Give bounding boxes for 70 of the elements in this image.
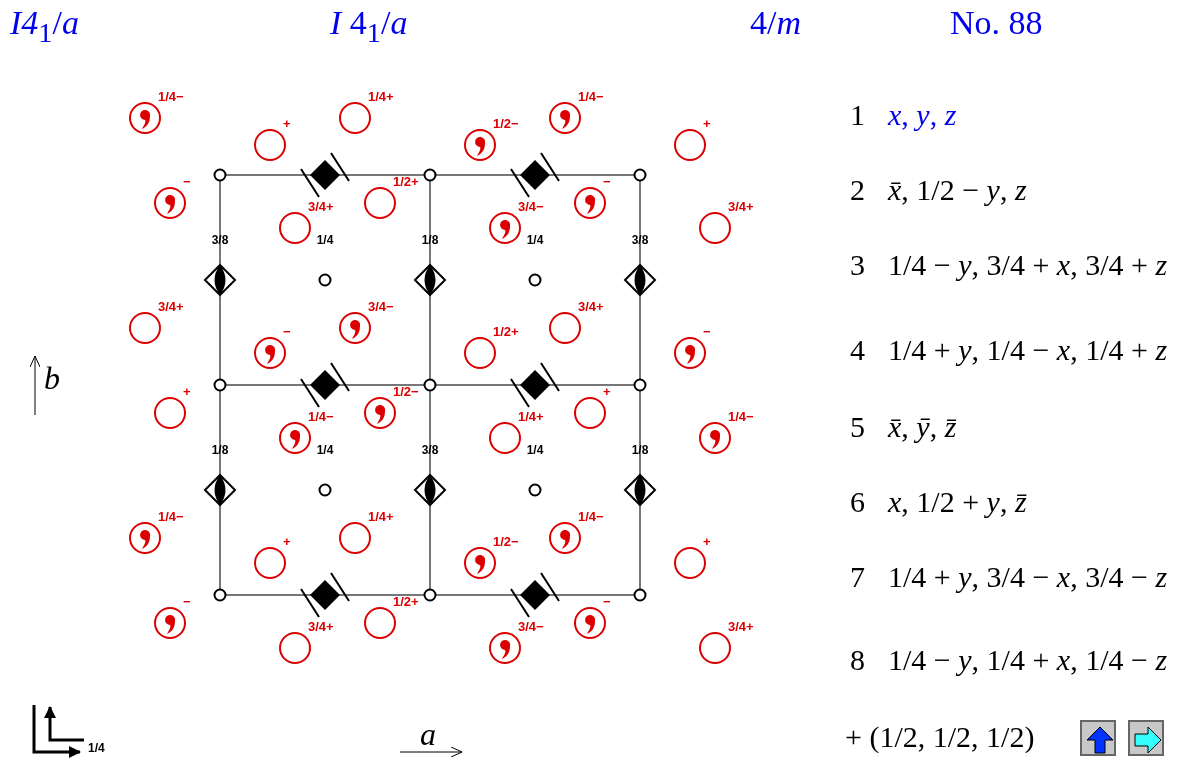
height-label: + (703, 535, 711, 548)
coordinate-text: 1/4 + y, 1/4 − x, 1/4 + z (888, 335, 1168, 365)
height-label: 1/4− (308, 410, 334, 423)
coordinate-text: 1/4 − y, 1/4 + x, 1/4 − z (888, 645, 1168, 675)
height-label: − (603, 175, 611, 188)
coordinate-text: 1 (850, 100, 865, 130)
height-label: 1/4− (728, 410, 754, 423)
height-label: − (703, 325, 711, 338)
height-label: 1/8 (211, 444, 229, 456)
header-text: I 4$_{1}$/a (330, 6, 408, 48)
height-label: 1/4 (526, 234, 544, 246)
height-label: 1/4 (526, 444, 544, 456)
coordinate-text: 4 (850, 335, 865, 365)
header-text: No. 88 (950, 6, 1043, 40)
height-label: 1/4− (578, 510, 604, 523)
coordinate-text: x̄, ȳ, z̄ (888, 412, 957, 442)
height-label: + (603, 385, 611, 398)
height-label: 1/4− (158, 90, 184, 103)
height-label: 1/4+ (368, 510, 394, 523)
height-label: 3/4+ (728, 620, 754, 633)
coordinate-text: 3 (850, 250, 865, 280)
axis-label: b (44, 362, 60, 394)
header-text: 4/m (750, 6, 801, 40)
height-label: + (283, 535, 291, 548)
height-label: 3/4− (518, 200, 544, 213)
height-label: 1/2+ (493, 325, 519, 338)
height-label: 1/2+ (393, 595, 419, 608)
coordinate-text: 5 (850, 412, 865, 442)
height-label: 3/4+ (578, 300, 604, 313)
coordinate-text: 1/4 + y, 3/4 − x, 3/4 − z (888, 562, 1168, 592)
height-label: 3/4+ (308, 620, 334, 633)
coordinate-text: x, y, z (888, 100, 957, 130)
height-label: 1/4 (316, 444, 334, 456)
height-label: 3/8 (631, 234, 649, 246)
height-label: 1/4− (158, 510, 184, 523)
height-label: 3/4+ (158, 300, 184, 313)
height-label: 1/2− (393, 385, 419, 398)
height-label: − (183, 595, 191, 608)
coordinate-text: + (1/2, 1/2, 1/2) (845, 722, 1035, 752)
height-label: 3/8 (421, 444, 439, 456)
height-label: 1/2+ (393, 175, 419, 188)
height-label: − (183, 175, 191, 188)
height-label: + (183, 385, 191, 398)
height-label: 1/4 (316, 234, 334, 246)
height-label: + (703, 117, 711, 130)
height-label: 1/4+ (368, 90, 394, 103)
coordinate-text: 1/4 − y, 3/4 + x, 3/4 + z (888, 250, 1168, 280)
axis-label: a (420, 718, 436, 750)
coordinate-text: x̄, 1/2 − y, z (888, 175, 1027, 205)
height-label: 1/4− (578, 90, 604, 103)
height-label: 3/4+ (308, 200, 334, 213)
height-label: 1/4+ (518, 410, 544, 423)
coordinate-text: x, 1/2 + y, z̄ (888, 487, 1027, 517)
height-label: − (283, 325, 291, 338)
height-label: 1/2− (493, 535, 519, 548)
coordinate-text: 2 (850, 175, 865, 205)
coordinate-text: 8 (850, 645, 865, 675)
height-label: 3/4− (368, 300, 394, 313)
height-label: − (603, 595, 611, 608)
height-label: 3/8 (211, 234, 229, 246)
coordinate-text: 7 (850, 562, 865, 592)
coordinate-text: 6 (850, 487, 865, 517)
height-label: 3/4− (518, 620, 544, 633)
height-label: 1/2− (493, 117, 519, 130)
height-label: 3/4+ (728, 200, 754, 213)
height-label: 1/8 (631, 444, 649, 456)
height-label: + (283, 117, 291, 130)
height-label: 1/4 (88, 742, 105, 754)
header-text: I4$_{1}$/a (10, 6, 79, 48)
height-label: 1/8 (421, 234, 439, 246)
